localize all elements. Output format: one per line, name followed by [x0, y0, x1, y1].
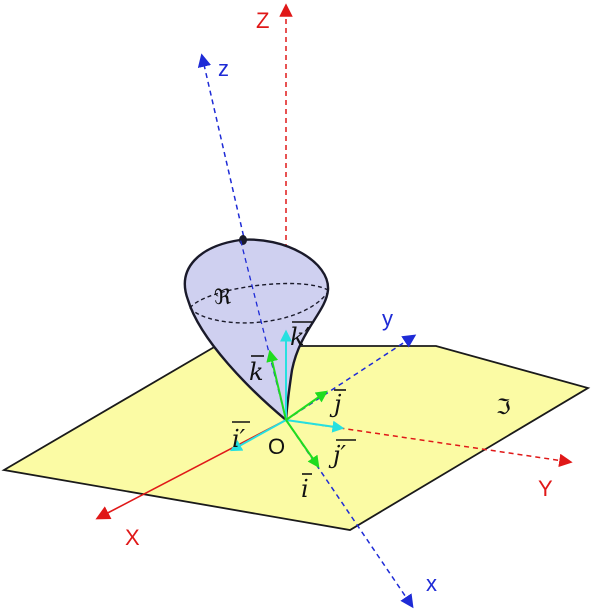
label-axis-X: X [125, 525, 140, 550]
label-axis-x: x [426, 571, 437, 596]
svg-text:i: i [301, 475, 309, 503]
unit-vector-i-prime [229, 419, 287, 452]
label-vec-i: i [301, 473, 312, 503]
svg-text:i′: i′ [232, 425, 246, 453]
unit-vector-k [266, 349, 287, 421]
label-axis-z: z [218, 56, 229, 81]
svg-text:j′: j′ [328, 441, 346, 469]
label-plane: ℑ [496, 395, 511, 419]
label-vec-k-prime: k′ [290, 321, 312, 351]
label-axis-Y: Y [538, 476, 553, 501]
label-vec-j-prime: j′ [328, 439, 356, 469]
body-axis-y [285, 334, 417, 421]
label-origin: O [268, 434, 285, 459]
label-vec-i-prime: i′ [232, 421, 250, 453]
unit-vector-j [285, 390, 328, 421]
svg-text:k: k [249, 358, 264, 386]
svg-text:k′: k′ [290, 323, 311, 351]
reference-plane [1, 345, 591, 531]
unit-vector-i [285, 419, 320, 468]
body-top-nub [239, 235, 247, 245]
rigid-body-shape [183, 238, 330, 423]
unit-vector-j-prime [285, 419, 345, 433]
label-axis-y: y [382, 306, 393, 331]
label-vec-k: k [249, 355, 264, 386]
body-equator-back [189, 282, 329, 309]
label-body: ℜ [214, 285, 231, 309]
label-axis-Z: Z [256, 8, 269, 33]
